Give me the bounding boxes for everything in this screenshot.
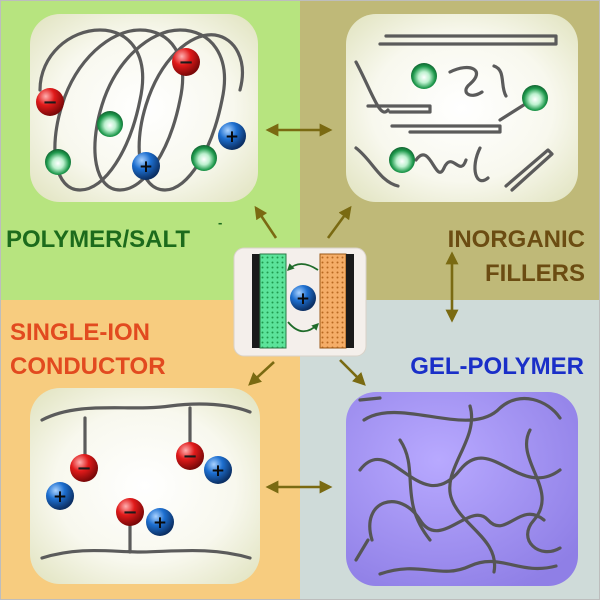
tethered-anion: − bbox=[70, 454, 98, 482]
label-gel-polymer: GEL-POLYMER bbox=[410, 353, 584, 380]
anode-collector bbox=[252, 254, 260, 348]
cell-cation: + bbox=[290, 285, 316, 311]
arrow-to-inorganic bbox=[326, 205, 352, 239]
label-fillers: FILLERS bbox=[485, 260, 585, 287]
svg-text:+: + bbox=[153, 513, 167, 533]
label-inorganic: INORGANIC bbox=[448, 226, 585, 253]
svg-text:−: − bbox=[122, 502, 137, 523]
svg-text:+: + bbox=[53, 487, 67, 507]
ion-flow-arrow-upper bbox=[286, 263, 319, 272]
filler-particle bbox=[389, 147, 415, 173]
battery-cell-icon: + bbox=[233, 247, 367, 357]
cation-sphere: + bbox=[204, 456, 232, 484]
label-single-ion: SINGLE-ION bbox=[10, 319, 150, 346]
svg-text:+: + bbox=[296, 289, 310, 309]
cation-sphere: + bbox=[46, 482, 74, 510]
neutral-sphere bbox=[97, 111, 123, 137]
label-polymer-salt: POLYMER/SALT bbox=[6, 226, 190, 253]
svg-text:+: + bbox=[139, 157, 153, 177]
label-conductor: CONDUCTOR bbox=[10, 353, 166, 380]
cation-sphere: + bbox=[132, 152, 160, 180]
filler-chains bbox=[354, 34, 558, 192]
cathode bbox=[319, 253, 347, 349]
tethered-anion: − bbox=[176, 442, 204, 470]
anion-sphere: − bbox=[36, 88, 64, 116]
panel-single-ion: − − − + + + bbox=[30, 388, 260, 584]
svg-text:−: − bbox=[178, 52, 193, 73]
neutral-sphere bbox=[45, 149, 71, 175]
anion-sphere: − bbox=[172, 48, 200, 76]
arrow-to-polymer-salt bbox=[254, 205, 278, 239]
connection-arrows bbox=[248, 123, 459, 494]
svg-text:+: + bbox=[211, 461, 225, 481]
filler-particle bbox=[411, 63, 437, 89]
gel-network-chains bbox=[354, 396, 562, 576]
svg-text:−: − bbox=[76, 458, 91, 479]
filler-particle bbox=[522, 85, 548, 111]
cation-sphere: + bbox=[146, 508, 174, 536]
panel-polymer-salt: − − + + bbox=[30, 14, 258, 202]
svg-text:−: − bbox=[182, 446, 197, 467]
svg-text:−: − bbox=[42, 92, 57, 113]
anode bbox=[259, 253, 287, 349]
ion-flow-arrow-lower bbox=[287, 321, 320, 333]
panel-gel-polymer bbox=[346, 392, 578, 586]
arrow-to-single-ion bbox=[248, 361, 275, 386]
svg-text:+: + bbox=[225, 127, 239, 147]
tethered-anion: − bbox=[116, 498, 144, 526]
panel-inorganic-fillers bbox=[346, 14, 578, 202]
cation-sphere: + bbox=[218, 122, 246, 150]
label-polymer-salt-superscript: - bbox=[218, 215, 222, 230]
neutral-sphere bbox=[191, 145, 217, 171]
arrow-to-gel bbox=[339, 359, 366, 386]
cathode-collector bbox=[346, 254, 354, 348]
